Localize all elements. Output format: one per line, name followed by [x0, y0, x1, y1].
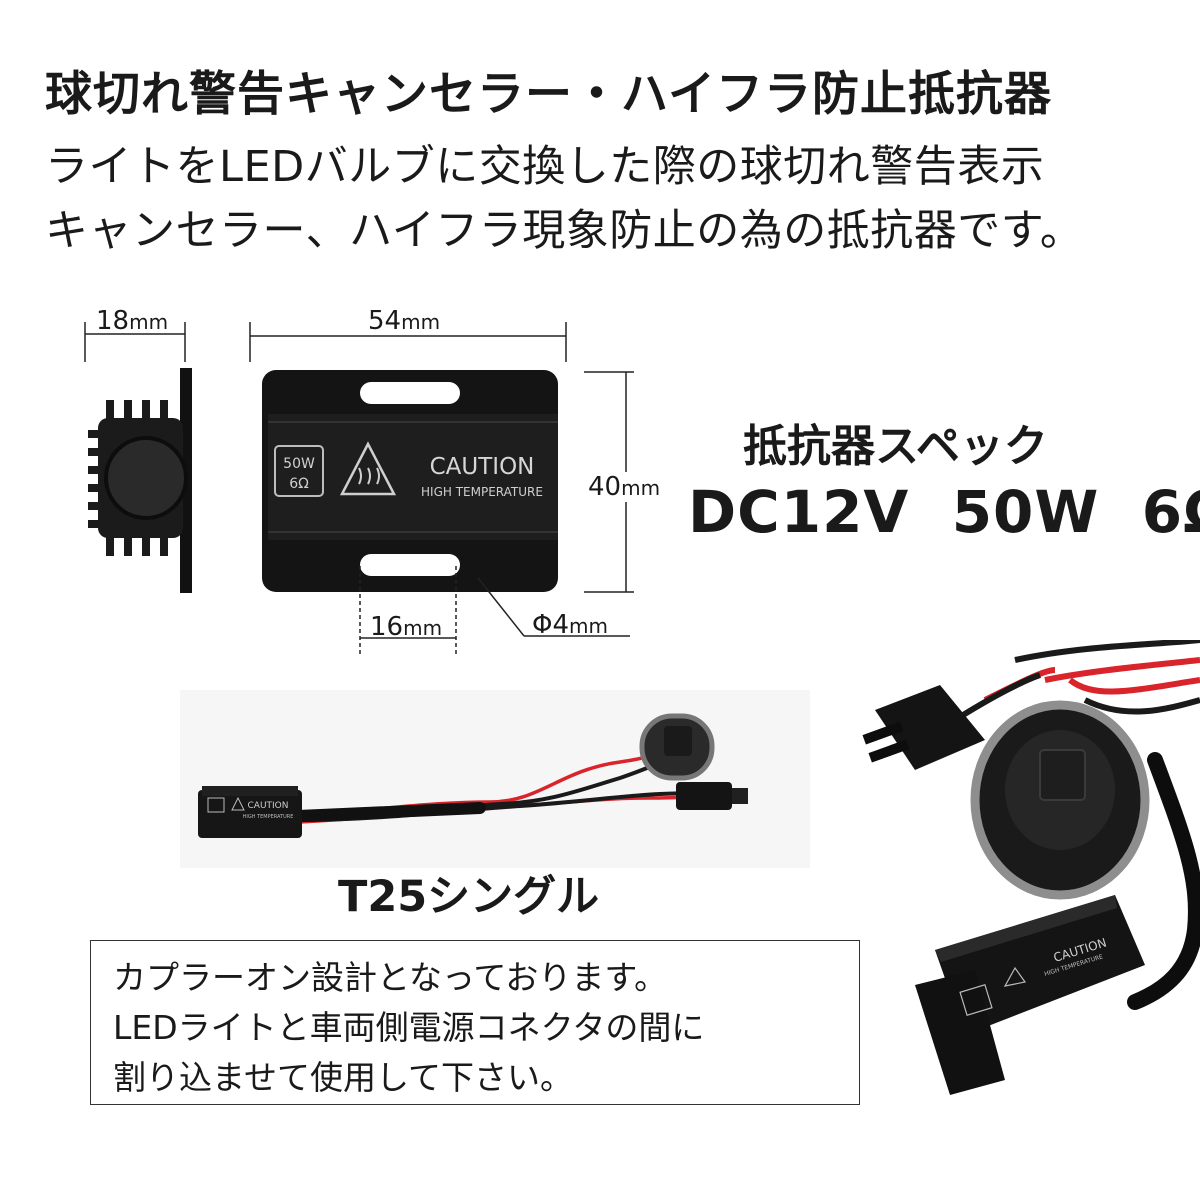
bulb-connector [676, 782, 732, 810]
dimension-width-lines [249, 322, 567, 362]
subtitle-line-2: キャンセラー、ハイフラ現象防止の為の抵抗器です。 [45, 206, 1084, 256]
variant-label: T25シングル [338, 872, 600, 922]
usage-note-line-1: カプラーオン設計となっております。 [113, 958, 668, 997]
resistor-closeup [935, 895, 1145, 1035]
closeup-photo: CAUTION HIGH TEMPERATURE [862, 640, 1200, 1095]
photo-caution-text: CAUTION [248, 801, 289, 811]
page-title: 球切れ警告キャンセラー・ハイフラ防止抵抗器 [45, 67, 1053, 122]
dimension-width-unit: mm [401, 310, 441, 334]
dimension-hole-spacing-value: 16 [370, 612, 404, 642]
dimension-hole-spacing-lines [359, 566, 457, 656]
subtitle-line-1: ライトをLEDバルブに交換した際の球切れ警告表示 [45, 142, 1045, 192]
dimension-height: 40mm [588, 472, 661, 502]
dimension-hole-spacing-unit: mm [403, 616, 443, 640]
spec-label: 抵抗器スペック [743, 421, 1048, 472]
resistor-side-view [88, 368, 192, 593]
dimension-hole-diameter-unit: mm [569, 614, 608, 638]
heat-icon [358, 467, 380, 485]
dimension-width-value: 54 [368, 306, 402, 336]
dimension-width: 54mm [368, 306, 440, 336]
dimension-depth: 18mm [96, 306, 168, 336]
product-photo: CAUTION HIGH TEMPERATURE [180, 690, 810, 868]
usage-note-line-2: LEDライトと車両側電源コネクタの間に [113, 1008, 705, 1047]
dimension-hole-spacing: 16mm [370, 612, 442, 642]
dimension-height-unit: mm [621, 476, 661, 500]
usage-note-line-3: 割り込ませて使用して下さい。 [113, 1058, 574, 1097]
dimension-hole-diameter: Φ4mm [532, 610, 608, 640]
dimension-height-value: 40 [588, 472, 622, 502]
caution-text: CAUTION [430, 454, 535, 480]
rating-resistance: 6Ω [289, 476, 309, 492]
high-temperature-text: HIGH TEMPERATURE [421, 485, 543, 499]
spec-value: DC12V 50W 6Ω [688, 478, 1200, 546]
dimension-depth-value: 18 [96, 306, 130, 336]
dimension-hole-diameter-leader [477, 577, 630, 637]
resistor-front-view: 50W 6Ω CAUTION HIGH TEMPERATURE [262, 370, 558, 592]
usage-note: カプラーオン設計となっております。 LEDライトと車両側電源コネクタの間に 割り… [90, 940, 860, 1105]
dimension-depth-lines [84, 322, 186, 362]
dimension-hole-diameter-value: Φ4 [532, 610, 570, 640]
rating-power: 50W [283, 456, 315, 472]
photo-high-temperature-text: HIGH TEMPERATURE [243, 814, 294, 820]
dimension-depth-unit: mm [129, 310, 169, 334]
warning-triangle-icon [339, 441, 397, 496]
